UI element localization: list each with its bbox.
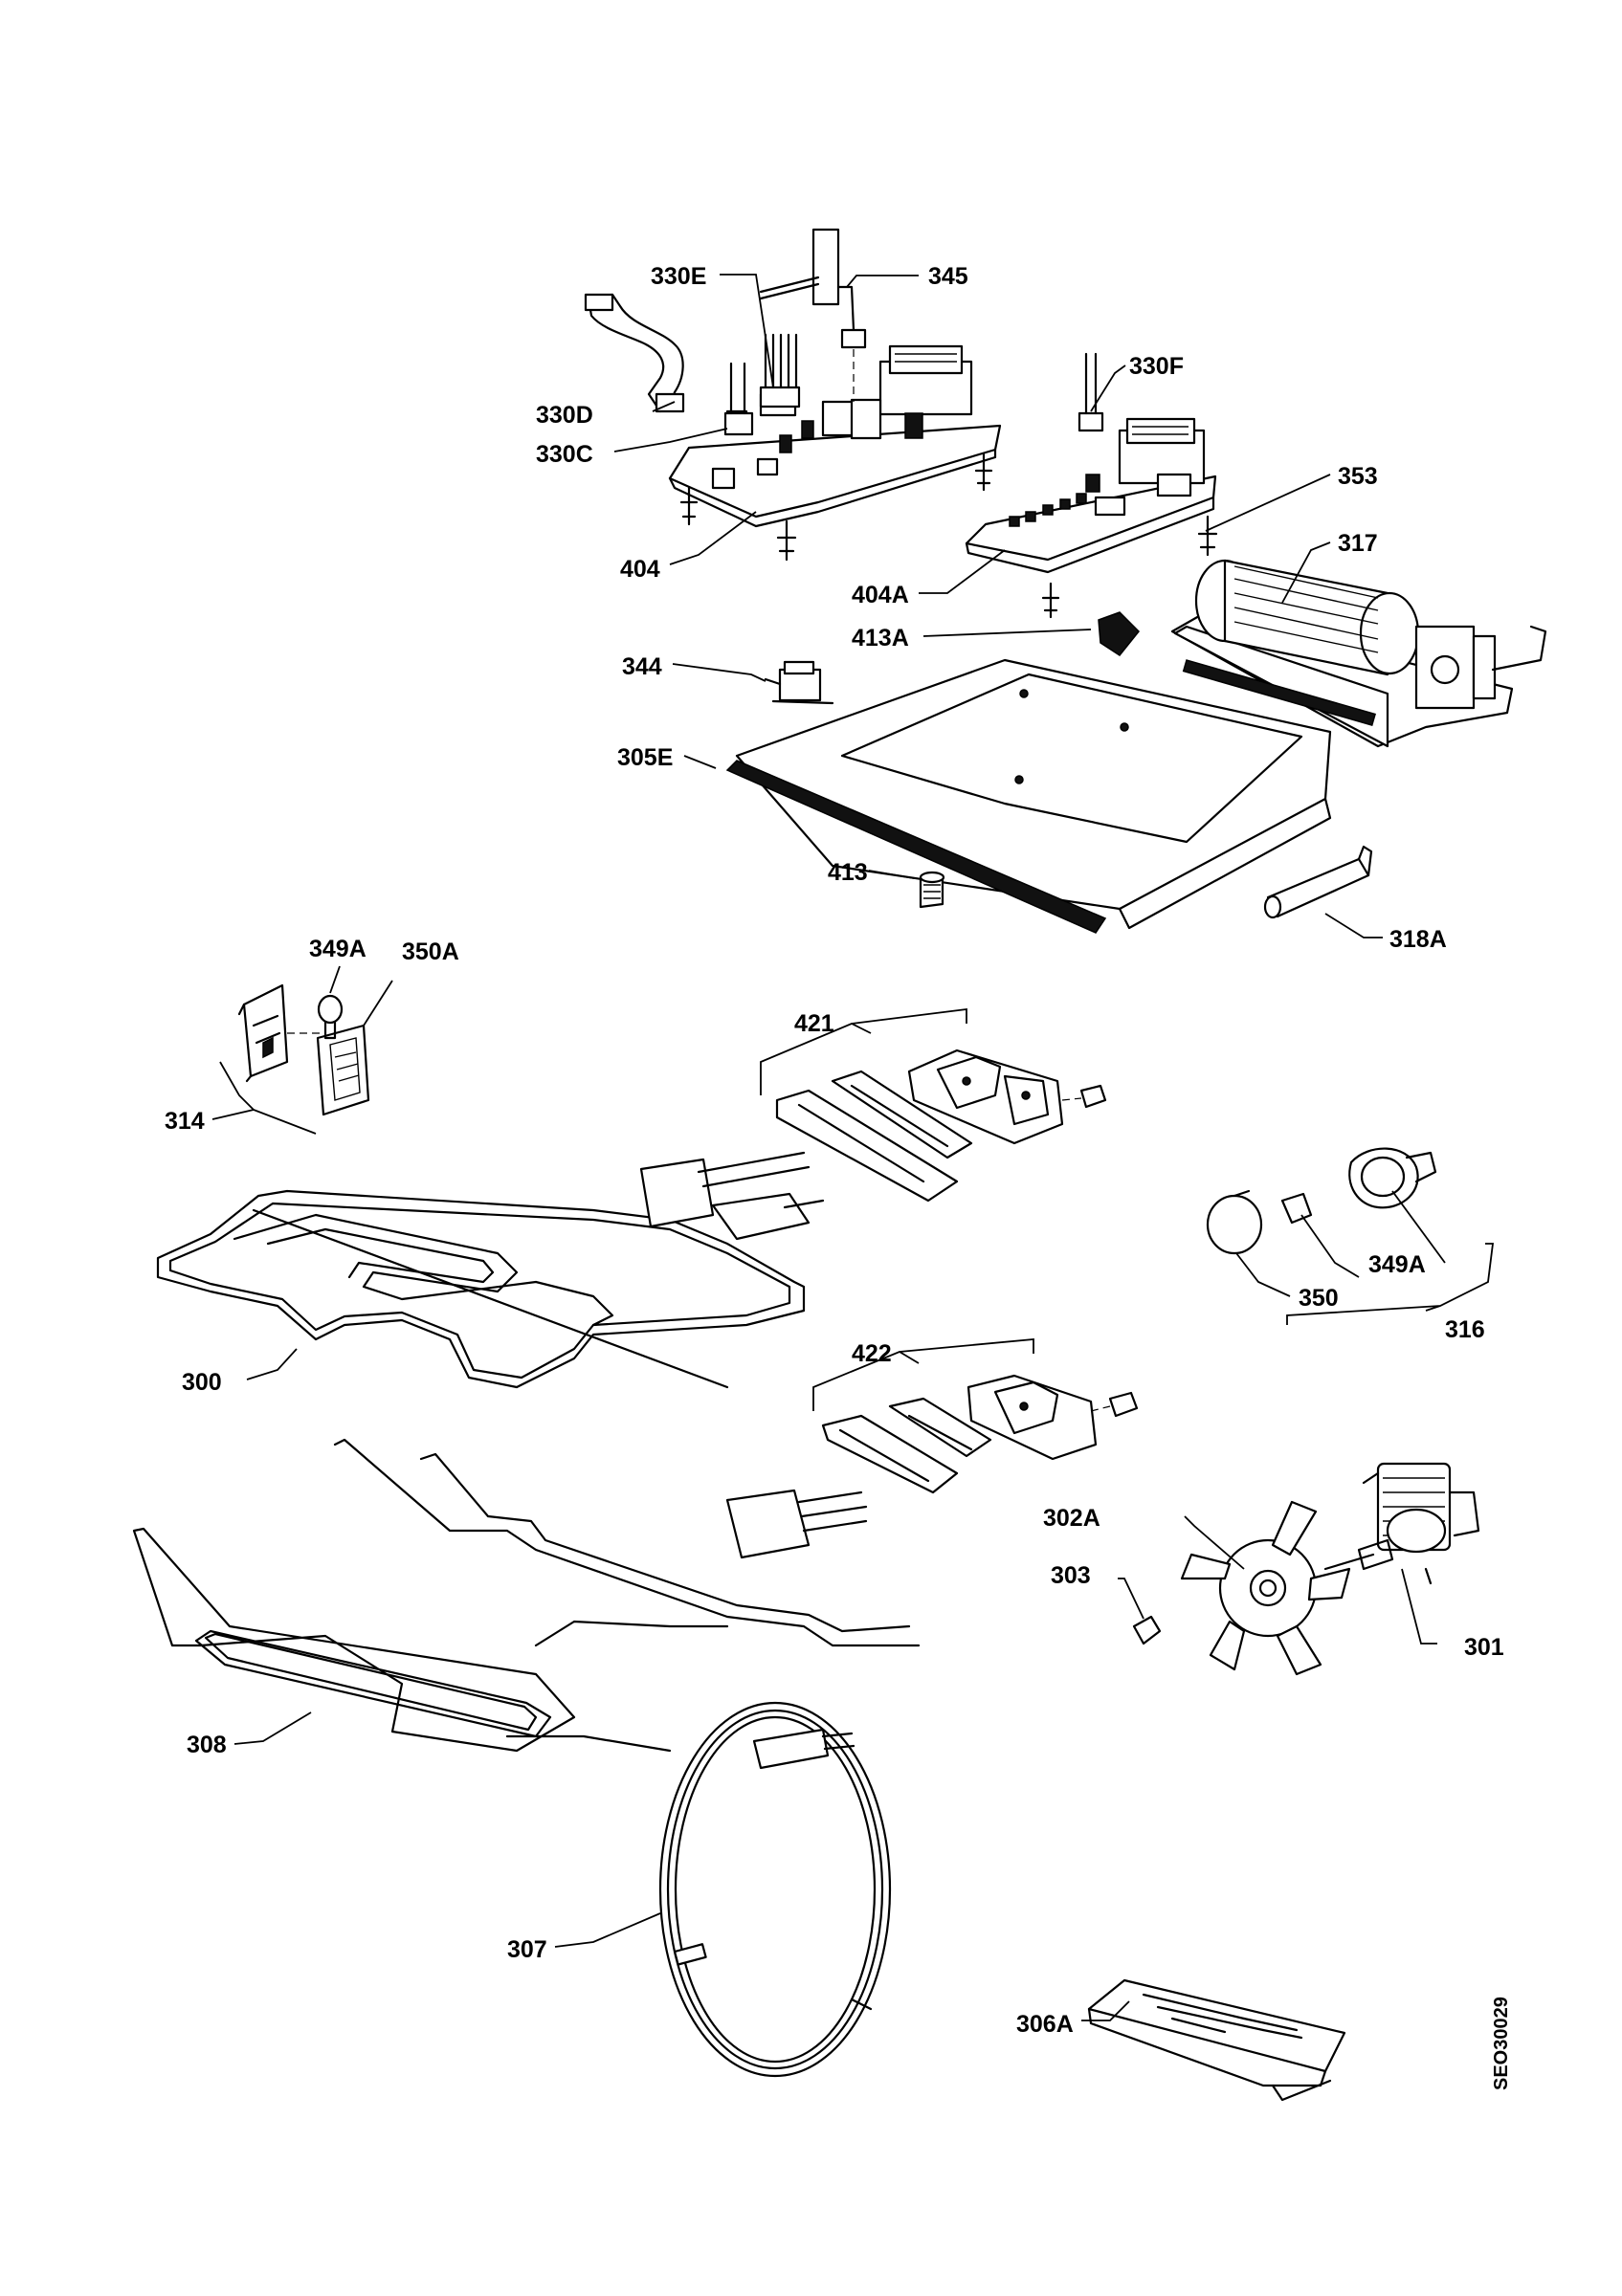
label-301: 301 [1464,1634,1504,1661]
label-350A: 350A [402,938,459,965]
sensor-345 [759,228,867,402]
label-349A-right: 349A [1368,1251,1426,1278]
mounting-clips [679,453,1218,619]
connector-330F [1078,352,1104,432]
label-345: 345 [928,263,968,290]
label-307: 307 [507,1936,547,1963]
lamp-assembly-316 [1206,1147,1437,1255]
ribbon-cable-330D [584,293,685,413]
label-330E: 330E [651,263,706,290]
label-302A: 302A [1043,1505,1100,1532]
leader-lines [211,274,1495,2021]
label-353: 353 [1338,463,1378,490]
label-349A-top: 349A [309,936,367,962]
roof-panel-305E [725,658,1332,934]
label-314: 314 [165,1108,205,1135]
connector-set-421 [775,1049,1107,1203]
component-413A [1098,611,1141,656]
bushing-413 [919,871,945,909]
label-344: 344 [622,653,662,680]
tube-318A [1263,845,1373,919]
label-317: 317 [1338,530,1378,557]
label-421: 421 [794,1010,834,1037]
label-404: 404 [620,556,660,583]
diagram-code: SEO30029 [1491,1997,1512,2090]
label-318A: 318A [1389,926,1447,953]
circular-element-307 [658,1701,892,2078]
label-316: 316 [1445,1316,1485,1343]
connector-330C [723,362,754,436]
label-308: 308 [187,1732,227,1758]
switch-344 [764,660,834,705]
label-300: 300 [182,1369,222,1396]
part-labels: 330E 345 330D 330C 330F 353 317 404 404A… [165,263,1512,2090]
label-303: 303 [1051,1562,1091,1589]
lamp-assembly-314 [237,983,370,1116]
label-404A: 404A [852,582,909,608]
label-330D: 330D [536,402,593,429]
label-422: 422 [852,1340,892,1367]
connector-set-422 [821,1374,1139,1494]
tangential-fan-317 [1170,559,1547,748]
grill-element-300 [156,1151,825,1389]
nut-303 [1132,1615,1162,1645]
label-330C: 330C [536,441,593,468]
label-330F: 330F [1129,353,1184,380]
label-305E: 305E [617,744,673,771]
cover-306A [1087,1978,1346,2102]
fan-motor-301 [1323,1462,1480,1585]
control-board-404 [668,344,1002,528]
label-413: 413 [828,859,868,886]
bottom-element-308 [132,1438,921,1753]
label-306A: 306A [1016,2011,1074,2038]
label-350: 350 [1299,1285,1339,1312]
fan-blade-302A [1180,1500,1351,1676]
connector-330E [759,333,801,408]
label-413A: 413A [852,625,909,651]
control-board-404A [965,417,1217,574]
